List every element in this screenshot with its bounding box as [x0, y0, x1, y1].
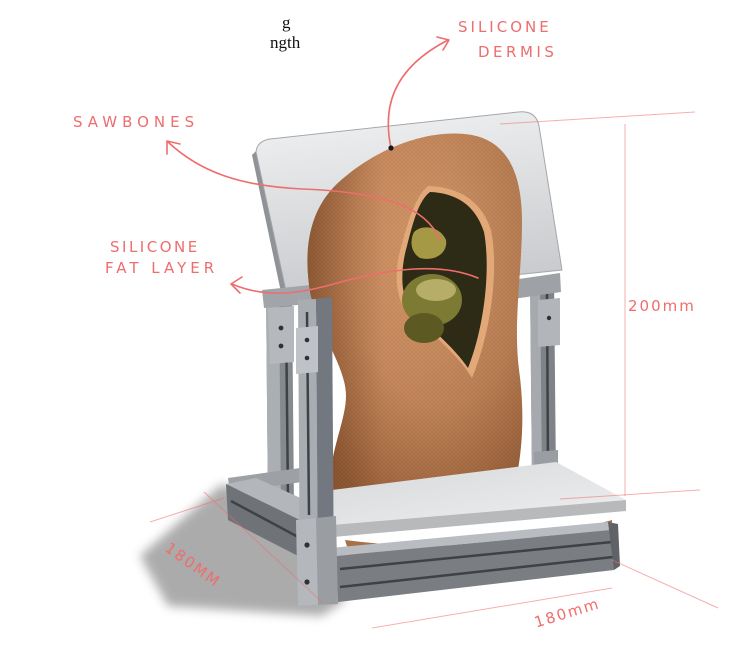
sawbones-bone-highlight: [416, 279, 456, 301]
sawbones-label: SAWBONES: [73, 113, 199, 131]
corner-block-hole-1: [304, 542, 309, 547]
left-corner-bracket: [268, 306, 294, 364]
left-front-bracket: [296, 326, 318, 374]
base-corner-block-face: [296, 518, 318, 606]
right-bracket-hole: [547, 316, 551, 320]
left-front-frame-post: [296, 297, 338, 606]
cropped-text-line-1: g: [282, 13, 291, 32]
left-front-bracket-hole-1: [305, 338, 310, 343]
dermis-label-line-2: DERMIS: [478, 43, 557, 61]
base-front-bar: [330, 522, 620, 602]
dermis-label-line-1: SILICONE: [458, 18, 552, 36]
height-label: 200mm: [628, 297, 696, 315]
sawbones-bone-lower: [404, 313, 444, 343]
fat-layer-label-line-1: SILICONE: [110, 238, 200, 256]
silicone-knee: [307, 133, 522, 506]
left-bracket-hole-1: [279, 326, 284, 331]
left-bracket-hole-2: [279, 344, 284, 349]
cropped-text-line-2: ngth: [270, 33, 301, 52]
width-extension-line: [612, 560, 718, 608]
left-front-bracket-hole-2: [305, 356, 310, 361]
fat-layer-label-line-2: FAT LAYER: [105, 259, 218, 277]
dermis-pointer-dot: [388, 145, 393, 150]
right-side-bracket: [538, 298, 560, 347]
corner-block-hole-2: [304, 579, 309, 584]
